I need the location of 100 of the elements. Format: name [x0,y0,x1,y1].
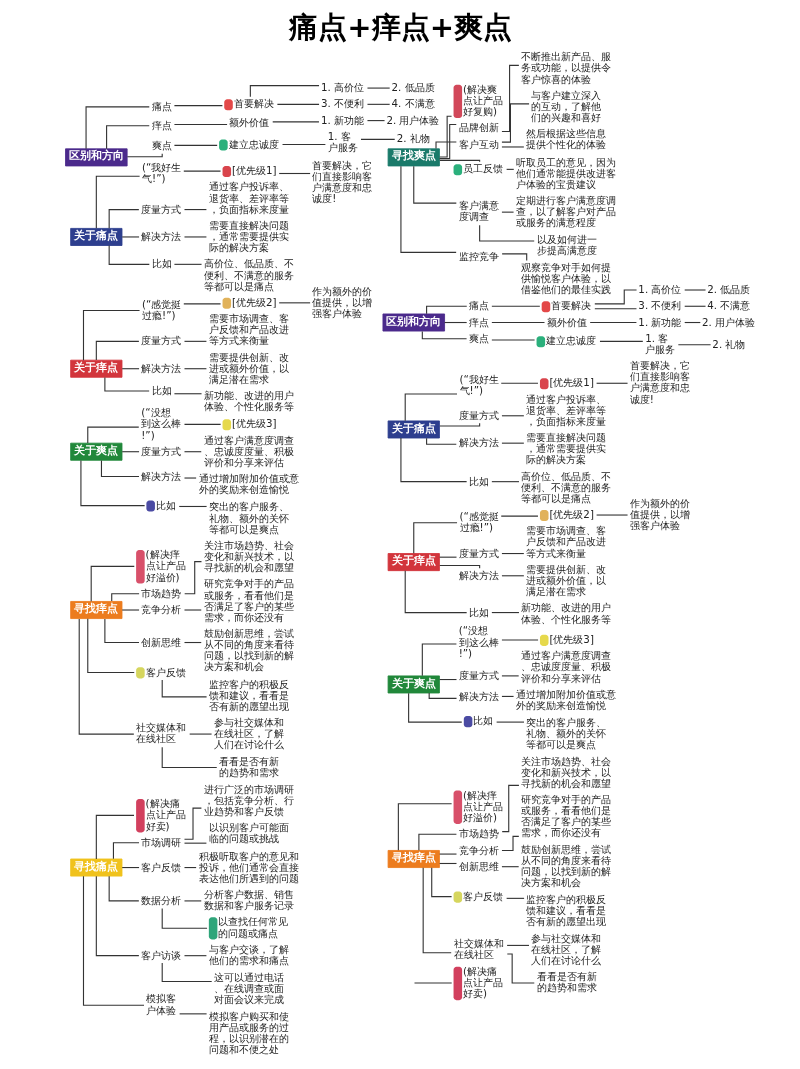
connector [173,123,228,125]
node-box: 关于爽点 [69,442,122,461]
node-text: 爽点 [151,139,172,152]
connector [100,459,140,478]
connector [500,415,524,417]
node-text: 分析客户数据、销售数据和客户服务记录 [203,888,294,912]
connector [110,593,140,602]
connector [90,565,135,602]
connector [397,803,452,851]
node-text: 需要市场调查、客户反馈和产品改进等方式来衡量 [208,312,289,347]
node-box: 寻找痒点 [387,850,440,868]
node-text: 新功能、改进的用户体验、个性化服务等 [203,389,294,413]
connector [86,426,139,444]
node-label: 首要解决 [550,299,591,312]
connector [183,609,202,611]
connector [188,733,212,735]
node-text: 数据分析 [140,894,181,906]
node-label: [优先级3] [231,417,276,430]
node-text: 客户互动 [458,137,499,150]
connector [500,675,519,677]
connector [438,115,452,158]
connector [478,224,535,242]
node-label: 建立忠诚度 [228,137,279,150]
node-text: 市场趋势 [140,586,181,599]
node-text: 鼓励创新思维，尝试从不同的角度来看待问题，以找到新的解决方案和机会 [520,842,611,889]
node-text: 度量方式 [140,334,181,347]
connector [417,833,457,851]
node-text: 度量方式 [458,668,499,681]
node-text: 市场趋势 [458,827,499,840]
node-label: (解决痛点让产品好卖) [462,965,503,1000]
node-text: (“感觉挺过瘾!”) [141,297,181,321]
node-text: 解决方法 [140,230,181,243]
node-box [453,966,462,1001]
node-text: 听取员工的意见，因为他们通常能提供改进客户体验的宝贵建议 [515,155,616,190]
connector [105,125,150,150]
node-text: 1. 新功能 [320,113,364,126]
node-text: 1. 新功能 [637,315,681,328]
node-text: 监控客户的积极反馈和建议，看看是否有新的愿望出现 [525,893,606,928]
connector [425,437,457,445]
node-text: 1. 客户服务 [644,331,675,355]
node-text: 4. 不满意 [706,299,750,312]
node-text: 痒点 [468,315,489,328]
node-text: 模拟客户购买和使用产品或服务的过程，以识别潜在的问题和不便之处 [208,1009,289,1055]
node-text: 高价位、低品质、不便利、不满意的服务等都可以是痛点 [203,257,294,292]
connector [434,141,457,150]
connector [438,422,480,427]
connector [490,481,520,483]
node-label: 首要解决 [233,97,274,110]
node-text: 市场调研 [140,835,181,848]
node-text: 关注市场趋势、社会变化和新兴技术，以寻找新的机会和愿望 [203,538,294,574]
node-box: 关于痒点 [69,359,122,378]
connector [82,310,140,361]
connector [683,305,706,307]
node-box [453,790,462,824]
node-text: 痒点 [151,118,172,131]
node-text: 解决方法 [140,469,181,482]
connector [407,692,462,723]
connector [438,853,457,855]
node-text: 进行广泛的市场调研，包括竞争分析、行业趋势和客户反馈 [203,782,294,818]
node-text: 与客户交谈，了解他们的需求和痛点 [208,942,289,966]
node-box: 关于痒点 [387,553,440,572]
connector [421,330,467,340]
connector [422,867,452,954]
node-text: 与客户建立深入的互动，了解他们的兴趣和喜好 [530,88,601,124]
node-label: (解决痒点让产品好溢价) [145,548,186,583]
node-text: 4. 不满意 [391,97,435,110]
node-text: 新功能、改进的用户体验、个性化服务等 [520,601,611,625]
connector [161,962,212,983]
node-label: 客户反馈 [462,889,503,902]
connector [677,344,711,346]
node-text: 社交媒体和在线社区 [135,721,186,745]
node-text: 品牌创新 [458,121,499,134]
node-label: (解决痛点让产品好卖) [145,797,186,832]
connector [278,302,311,304]
node-text: 比如 [151,384,172,397]
node-label: 以查找任何常见的问题或痛点 [217,915,288,939]
connector [500,442,524,444]
connector [438,159,480,163]
node-text: 观察竞争对手如何提供愉悦客户体验，以借鉴他们的最佳实践 [520,260,611,296]
connector [85,106,150,150]
connector [183,900,202,902]
connector [490,612,520,614]
node-text: 积极听取客户的意见和投诉，他们通常会直接表达他们所遇到的问题 [198,849,299,884]
node-box: 寻找爽点 [387,148,440,167]
connector [425,305,467,315]
node-text: 2. 低品质 [706,283,750,296]
connector [183,340,207,342]
connector [278,172,311,175]
connector [112,842,140,860]
connector [501,253,527,261]
node-text: 作为额外的价值提供，以增强客户体验 [629,496,690,532]
node-text: 监控竞争 [458,249,499,262]
node-text: 需要市场调查、客户反馈和产品改进等方式来衡量 [525,524,606,559]
node-text: 1. 客户服务 [327,129,358,154]
connector [95,175,140,229]
connector [500,695,514,697]
connector [500,382,539,384]
node-text: 度量方式 [140,444,181,457]
node-text: 客户访谈 [140,948,181,961]
connector [589,321,637,324]
